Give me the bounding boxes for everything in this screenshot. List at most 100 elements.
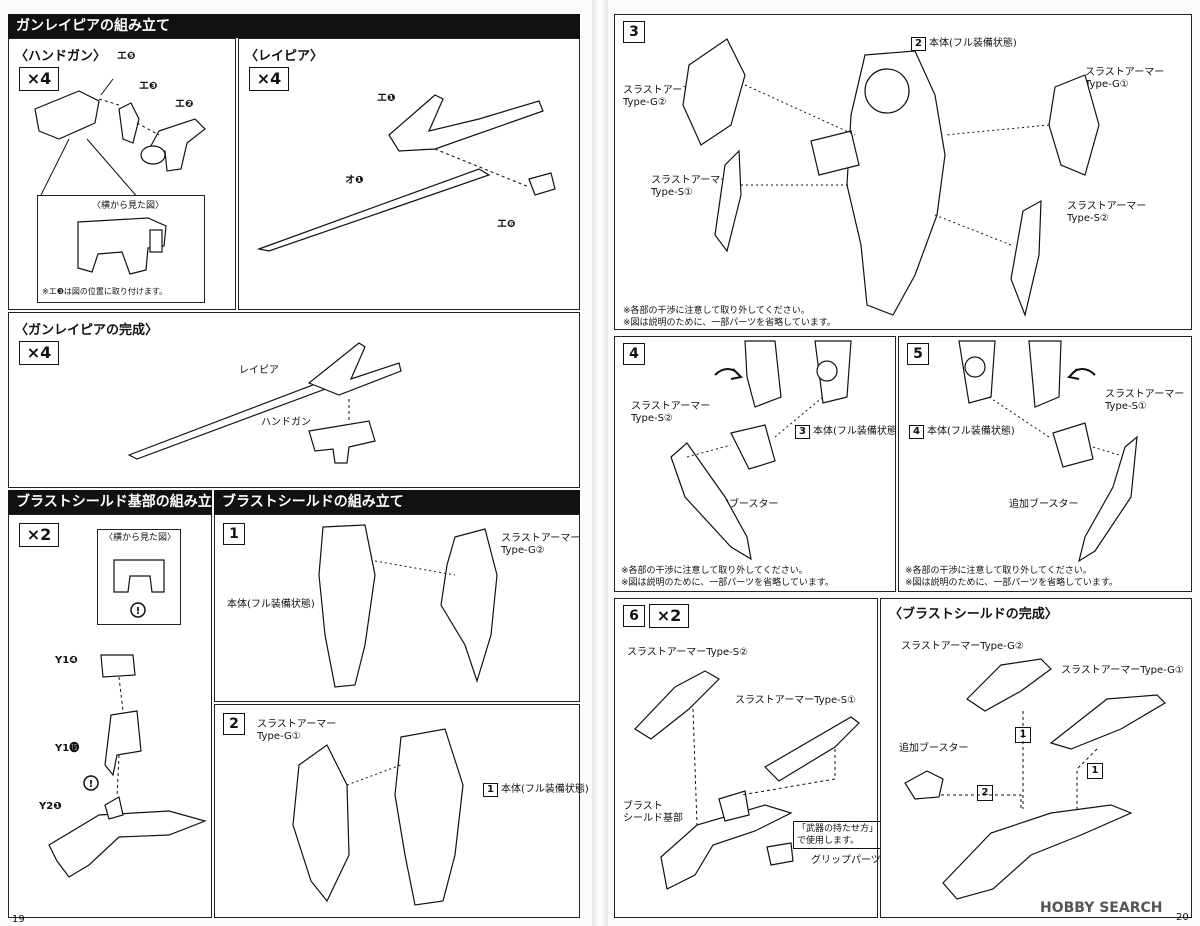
handgun-panel: 〈ハンドガン〉 ×4 エ❺ エ❸ エ❷ 〈横から見た図〉 [8, 38, 236, 310]
step2-diagram [292, 728, 464, 906]
part-label: エ❶ [377, 93, 396, 104]
arrow-right-icon [714, 368, 744, 380]
note: ※図は説明のために、一部パーツを省略しています。 [623, 318, 836, 328]
armor-label: スラストアーマー Type-G② [623, 85, 703, 108]
armor-label: スラストアーマー Type-S② [631, 401, 711, 424]
handgun-side-inset: 〈横から見た図〉 ※エ❸は図の位置に取り付けます。 [37, 195, 205, 303]
step6-panel: 6 ×2 スラストアーマーType-S② スラストアーマーType-S① ブラス… [614, 598, 883, 918]
gunrapier-complete-multiplier: ×4 [19, 341, 59, 365]
step5-diagram [958, 340, 1138, 563]
armor-label: スラストアーマーType-S① [735, 695, 857, 706]
body-label: 本体(フル装備状態) [812, 426, 901, 437]
page-number: 19 [12, 914, 25, 925]
part-label: エ❸ [139, 81, 158, 92]
part-label: Y1❹ [55, 655, 78, 666]
part-label: エ❻ [497, 219, 516, 230]
part-label: エ❺ [117, 51, 136, 62]
armor-label: スラストアーマーType-G① [1061, 665, 1184, 676]
blast-shield-complete-diagram [904, 658, 1166, 900]
step-ref: 2 [977, 785, 993, 801]
note: ※図は説明のために、一部パーツを省略しています。 [621, 578, 834, 588]
body-label: 本体(フル装備状態) [928, 38, 1017, 49]
step6-diagram [634, 670, 860, 890]
rapier-label: レイピア [239, 365, 279, 376]
armor-label: スラストアーマー Type-S① [651, 175, 731, 198]
step6-multiplier: ×2 [649, 604, 689, 628]
blast-shield-base-panel: ×2 〈横から見た図〉 ! Y1❹ Y1⓯ Y2❶ ! [8, 514, 212, 918]
step1-panel: 1 本体(フル装備状態) スラストアーマー Type-G② [214, 514, 580, 702]
handgun-side-view [77, 217, 167, 275]
step-ref: 1 [483, 783, 498, 797]
step4-diagram [670, 340, 852, 561]
caution-icon: ! [130, 602, 146, 618]
step-ref: 2 [911, 37, 926, 51]
inset-title: 〈横から見た図〉 [104, 533, 177, 543]
base-side-view: ! [113, 559, 165, 618]
blast-shield-assembly-header: ブラストシールドの組み立て [214, 490, 580, 514]
svg-text:!: ! [89, 779, 94, 790]
body-label: 本体(フル装備状態) [500, 784, 589, 795]
rapier-title: 〈レイピア〉 [245, 49, 324, 64]
armor-label: スラストアーマーType-S② [627, 647, 749, 658]
gunrapier-complete-title: 〈ガンレイピアの完成〉 [15, 323, 159, 338]
booster-label: 追加ブースター [899, 743, 969, 754]
booster-label: 追加ブースター [709, 499, 779, 510]
watermark: HOBBY SEARCH [1040, 900, 1163, 916]
handgun-label: ハンドガン [261, 417, 311, 428]
grip-label: グリップパーツ [811, 855, 881, 866]
armor-label: スラストアーマー Type-G① [1085, 67, 1165, 90]
base-side-inset: 〈横から見た図〉 ! [97, 529, 181, 625]
left-page: ガンレイピアの組み立て 〈ハンドガン〉 ×4 エ❺ エ❸ エ❷ 〈横から見た図〉 [0, 0, 592, 926]
inset-title: 〈横から見た図〉 [92, 201, 165, 211]
book-gutter [592, 0, 608, 926]
note: ※各部の干渉に注意して取り外してください。 [905, 566, 1092, 576]
page-number: 20 [1176, 912, 1189, 923]
blast-shield-base-diagram: ! [48, 654, 207, 878]
armor-label: スラストアーマー Type-S① [1105, 389, 1185, 412]
body-label: 本体(フル装備状態) [227, 599, 315, 610]
inset-note: ※エ❸は図の位置に取り付けます。 [42, 287, 168, 296]
arrow-left-icon [1066, 368, 1096, 380]
part-label: Y2❶ [39, 801, 62, 812]
armor-label: スラストアーマー Type-G② [501, 533, 581, 556]
note: ※各部の干渉に注意して取り外してください。 [621, 566, 808, 576]
base-label: ブラスト シールド基部 [623, 801, 683, 824]
handgun-multiplier: ×4 [19, 67, 59, 91]
rapier-multiplier: ×4 [249, 67, 289, 91]
body-label: 本体(フル装備状態) [926, 426, 1015, 437]
blast-shield-complete-title: 〈ブラストシールドの完成〉 [889, 607, 1058, 622]
step5-number: 5 [907, 343, 929, 365]
step1-diagram [318, 524, 498, 688]
gunrapier-assembly-header: ガンレイピアの組み立て [8, 14, 580, 38]
caution-icon [83, 775, 99, 791]
step-ref: 3 [795, 425, 810, 439]
step6-number: 6 [623, 605, 645, 627]
booster-label: 追加ブースター [1009, 499, 1079, 510]
handgun-diagram [34, 78, 206, 200]
note: ※各部の干渉に注意して取り外してください。 [623, 306, 810, 316]
armor-label: スラストアーマー Type-G① [257, 719, 337, 742]
armor-label: スラストアーマーType-G② [901, 641, 1024, 652]
part-label: Y1⓯ [55, 743, 80, 754]
gunrapier-complete-diagram [127, 342, 402, 464]
gunrapier-complete-panel: 〈ガンレイピアの完成〉 ×4 レイピア ハンドガン [8, 312, 580, 488]
note: ※図は説明のために、一部パーツを省略しています。 [905, 578, 1118, 588]
rapier-diagram [256, 94, 556, 252]
blast-shield-base-multiplier: ×2 [19, 523, 59, 547]
step-ref: 1 [1087, 763, 1103, 779]
rapier-panel: 〈レイピア〉 ×4 エ❶ オ❶ エ❻ [238, 38, 580, 310]
part-label: オ❶ [345, 175, 364, 186]
step4-number: 4 [623, 343, 645, 365]
step2-number: 2 [223, 713, 245, 735]
step-ref: 4 [909, 425, 924, 439]
handgun-title: 〈ハンドガン〉 [15, 49, 107, 64]
